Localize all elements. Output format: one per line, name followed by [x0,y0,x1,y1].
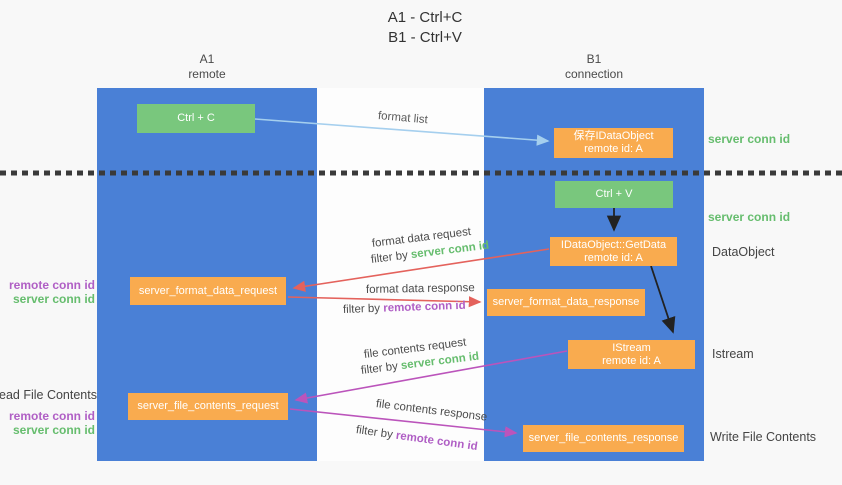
node-istream: IStream remote id: A [568,340,695,369]
node-save-idataobject: 保存IDataObject remote id: A [554,128,673,158]
column-header-a1: A1 remote [97,52,317,82]
node-server-format-data-request: server_format_data_request [130,277,286,305]
node-ctrl-c-label: Ctrl + C [177,112,215,124]
column-b1-subtitle: connection [564,67,624,81]
column-a1-subtitle: remote [188,67,226,81]
column-b1-name: B1 [586,52,602,66]
node-idataobject-getdata-line1: IDataObject::GetData [560,238,667,251]
left-label-remote-conn-id-bottom: remote conn id [8,409,95,423]
node-server-file-contents-response: server_file_contents_response [523,425,684,452]
flow-label-format-data-response: format data response [365,282,475,296]
node-server-file-contents-request: server_file_contents_request [128,393,288,420]
node-idataobject-getdata: IDataObject::GetData remote id: A [550,237,677,266]
title-line-2: B1 - Ctrl+V [388,29,462,46]
node-server-file-contents-response-label: server_file_contents_response [528,432,679,444]
right-label-server-conn-id-top: server conn id [708,132,791,146]
right-label-dataobject: DataObject [712,245,775,259]
node-save-idataobject-line2: remote id: A [584,143,643,155]
column-header-b1: B1 connection [484,52,704,82]
title-line-1: A1 - Ctrl+C [387,9,463,26]
diagram-title: A1 - Ctrl+C B1 - Ctrl+V [330,8,520,48]
node-save-idataobject-line1: 保存IDataObject [573,130,654,142]
left-label-server-conn-id-top: server conn id [12,292,95,306]
node-idataobject-getdata-line2: remote id: A [584,251,643,264]
left-label-read-file-contents: Read File Contents [0,388,97,402]
left-label-remote-conn-id-top: remote conn id [8,278,95,292]
node-istream-line2: remote id: A [602,354,661,367]
node-ctrl-c: Ctrl + C [137,104,255,133]
right-label-server-conn-id-mid: server conn id [708,210,791,224]
node-server-format-data-request-label: server_format_data_request [138,284,278,297]
column-a1-name: A1 [199,52,215,66]
right-label-write-file-contents: Write File Contents [710,430,817,444]
filter-by-prefix: filter by [342,302,384,316]
node-istream-line1: IStream [612,341,651,354]
node-server-format-data-response-label: server_format_data_response [492,296,640,308]
node-ctrl-v: Ctrl + V [555,181,673,208]
left-label-server-conn-id-bottom: server conn id [12,423,95,437]
node-server-file-contents-request-label: server_file_contents_request [137,400,279,412]
node-ctrl-v-label: Ctrl + V [595,188,633,200]
right-label-istream: Istream [712,347,754,361]
node-server-format-data-response: server_format_data_response [487,289,645,316]
